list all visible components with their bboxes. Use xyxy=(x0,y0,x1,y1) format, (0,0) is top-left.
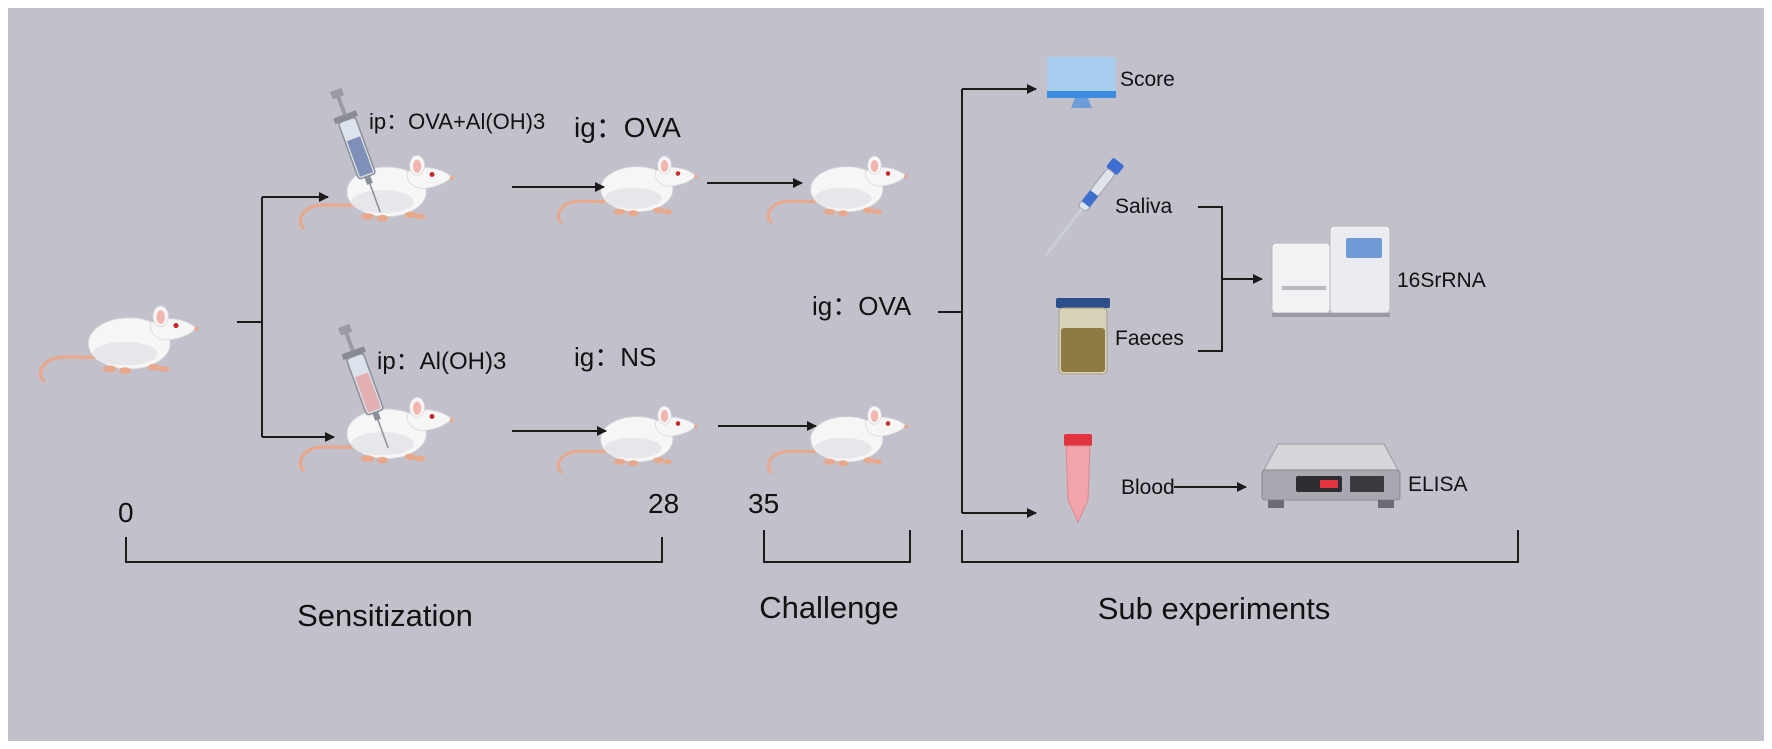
challenge-label: Challenge xyxy=(759,590,899,625)
faeces-label: Faeces xyxy=(1115,327,1184,350)
faeces-jar-icon xyxy=(1056,298,1110,375)
day-28-label: 28 xyxy=(648,488,679,519)
score-label: Score xyxy=(1120,68,1175,91)
ig-challenge-label: ig：OVA xyxy=(812,291,912,321)
sequencer-icon xyxy=(1271,225,1391,317)
saliva-label: Saliva xyxy=(1115,195,1173,218)
flow-arrows xyxy=(512,178,817,436)
day-0-label: 0 xyxy=(118,497,134,528)
ig-bottom-label: ig：NS xyxy=(574,342,656,372)
rrna-label: 16SrRNA xyxy=(1397,269,1486,292)
sensitization-label: Sensitization xyxy=(297,598,473,633)
branch-lines xyxy=(237,192,335,442)
pipette-icon xyxy=(1045,158,1124,256)
sub-experiments-label: Sub experiments xyxy=(1098,591,1331,626)
phase-brackets xyxy=(125,530,1519,563)
elisa-reader-icon xyxy=(1261,443,1401,508)
day-35-label: 35 xyxy=(748,488,779,519)
elisa-label: ELISA xyxy=(1408,473,1468,496)
sub-experiment-lines xyxy=(938,84,1263,518)
diagram-background xyxy=(8,8,1764,741)
blood-tube-icon xyxy=(1064,434,1092,524)
ip-bottom-label: ip：Al(OH)3 xyxy=(377,348,506,375)
monitor-icon xyxy=(1047,57,1116,108)
ip-top-label: ip：OVA+Al(OH)3 xyxy=(369,109,545,134)
ig-top-label: ig：OVA xyxy=(574,112,681,143)
blood-label: Blood xyxy=(1121,476,1175,499)
